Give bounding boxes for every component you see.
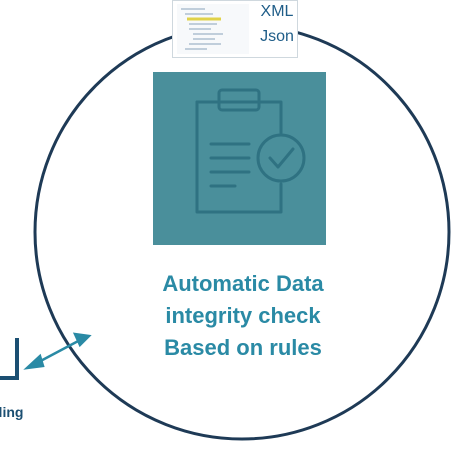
integrity-check-tile	[153, 72, 326, 245]
left-fragment-label: dling	[0, 404, 24, 420]
file-format-xml: XML	[260, 3, 294, 20]
code-preview-icon	[177, 4, 249, 54]
label-line-3: Based on rules	[164, 335, 322, 360]
file-format-labels: XML Json	[259, 0, 295, 49]
clipboard-check-icon	[195, 88, 306, 214]
left-module-fragment	[0, 338, 19, 380]
integrity-check-label: Automatic Data integrity check Based on …	[118, 268, 368, 364]
label-line-2: integrity check	[165, 303, 321, 328]
label-line-1: Automatic Data	[162, 271, 324, 296]
file-format-json: Json	[260, 28, 294, 45]
file-format-card: XML Json	[172, 0, 298, 58]
